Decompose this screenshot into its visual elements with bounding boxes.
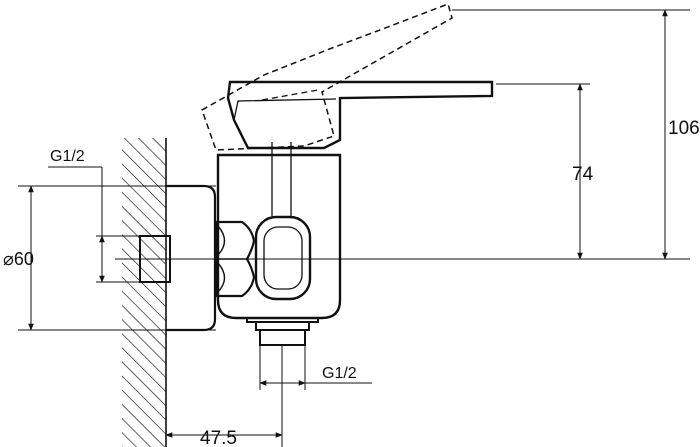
dimension-diameter-60: ⌀60 bbox=[3, 185, 216, 331]
dimension-106: 106 bbox=[452, 9, 700, 260]
mixer-handle bbox=[226, 80, 494, 150]
mixer-body bbox=[216, 142, 342, 320]
inlet-thread-label: G1/2 bbox=[50, 148, 85, 165]
dimension-inlet-thread: G1/2 bbox=[48, 148, 145, 283]
dimension-outlet-thread: G1/2 bbox=[259, 345, 372, 390]
dimension-74-label: 74 bbox=[572, 164, 594, 185]
dimension-106-label: 106 bbox=[668, 118, 700, 139]
dimension-diameter-60-label: ⌀60 bbox=[3, 249, 34, 269]
dimension-47-5: 47.5 bbox=[165, 330, 283, 447]
outlet-connector bbox=[246, 318, 319, 346]
handle-raised-outline bbox=[201, 3, 453, 151]
outlet-thread-label: G1/2 bbox=[322, 365, 357, 382]
wall-section bbox=[122, 138, 167, 447]
wall-flange bbox=[166, 184, 217, 332]
dimension-47-5-label: 47.5 bbox=[200, 428, 237, 447]
dimension-74: 74 bbox=[496, 83, 594, 260]
hex-nut bbox=[214, 220, 256, 298]
